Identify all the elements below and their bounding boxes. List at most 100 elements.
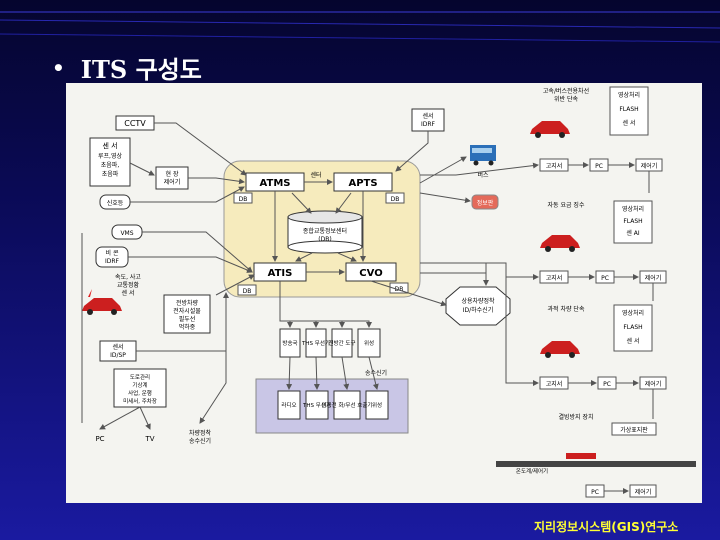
sensor-idrf-line-1: 센서 <box>422 112 433 120</box>
enforce-vehicle-icon <box>530 121 570 138</box>
enforce-title-1: 고속/버스전용차선 <box>543 87 589 95</box>
bullet-icon: • <box>52 55 65 80</box>
slide-title-row: • ITS 구성도 <box>52 50 202 85</box>
cvo-label: CVO <box>359 268 382 279</box>
info-board-label: 정보판 <box>477 199 494 207</box>
toll-title: 자동 요금 징수 <box>548 201 585 209</box>
central-db-cylinder <box>287 210 363 254</box>
sensor-title: 센 서 <box>102 141 117 150</box>
roadside-line-1: 도로관리 <box>130 373 150 381</box>
center-arrows <box>272 179 366 275</box>
left-vehicle-icon <box>82 289 122 315</box>
cabinet-label-2: 고지서 <box>546 274 563 282</box>
sensor-idsp-line-2: ID/SP <box>110 352 126 359</box>
road-surface-label: 온도계/제어기 <box>516 467 548 475</box>
atis-label: ATIS <box>268 268 293 279</box>
roadside-box <box>113 368 167 408</box>
vehicle-electronics-line-2: 전자시설물 <box>173 307 201 315</box>
overweight-sensor: 센 서 <box>627 337 640 345</box>
device-top-1: 방송국 <box>282 339 297 347</box>
enforce-video: 영상처리 <box>618 91 640 99</box>
pc-label-3: PC <box>603 381 611 388</box>
sensor-idsp-line-1: 센서 <box>112 343 123 351</box>
vehicle-electronics-box <box>163 294 211 334</box>
pc-label-4: PC <box>591 489 599 496</box>
overweight-flash: FLASH <box>623 324 642 331</box>
vehicle-terminal-line-1: 차량정착 <box>189 429 212 437</box>
toll-flash: FLASH <box>623 218 642 225</box>
roadside-line-4: 미세서, 주차장 <box>123 397 157 405</box>
vms-label: VMS <box>120 230 133 237</box>
enforce-title-2: 위반 단속 <box>554 95 578 103</box>
device-bottom-4: 위성 <box>372 401 382 409</box>
road-surface-strip <box>496 461 696 467</box>
db-box-atms <box>233 192 253 204</box>
field-controller-line-2: 제어기 <box>164 178 181 186</box>
top-connectors <box>395 131 471 204</box>
octagon-terminal <box>445 286 511 326</box>
toll-equipment-stack <box>613 200 653 244</box>
speed-board-label: 가상표지판 <box>620 426 648 434</box>
collision-title: 결빙방지 장치 <box>558 413 593 421</box>
device-bottom-2: THS 무선기 <box>302 401 331 409</box>
vehicle-electronics-line-3: 필두선 <box>179 315 196 323</box>
left-tv-label: TV <box>144 435 154 443</box>
its-architecture-diagram: ATMS APTS 센터 DB DB 종합교통정보센터 (DB) ATIS CV… <box>66 83 702 503</box>
tx-label: 송수신기 <box>365 369 387 377</box>
cylinder-subtitle: (DB) <box>318 236 331 243</box>
enforce-sensor: 센 서 <box>623 119 636 127</box>
decorative-header-lines <box>0 11 720 43</box>
cabinet-label-1: 고지서 <box>546 162 563 170</box>
db-label-atms: DB <box>239 196 248 203</box>
enforce-equipment-stack <box>609 86 649 136</box>
controller-box-4 <box>629 484 657 498</box>
broadcast-devices-bottom <box>277 390 389 420</box>
speed-board-box <box>611 422 657 436</box>
speed-sensor-line-2: 교통정황 <box>117 281 140 289</box>
overweight-equipment-stack <box>613 304 653 352</box>
pc-label-2: PC <box>601 275 609 282</box>
sensor-idrf-line-2: IDRF <box>421 121 436 128</box>
enforce-flash: FLASH <box>619 106 638 113</box>
center-link-label: 센터 <box>310 171 321 179</box>
speed-sensor-line-1: 속도, 사고 <box>115 273 141 281</box>
cctv-label: CCTV <box>124 119 146 128</box>
toll-sensor: 센 AI <box>626 229 640 237</box>
signal-label: 신호등 <box>107 199 124 207</box>
controller-label-2: 제어기 <box>645 274 662 282</box>
pc-label-1: PC <box>595 163 603 170</box>
db-label-atis: DB <box>243 288 252 295</box>
db-box-atis <box>237 284 257 296</box>
footer-credit: 지리정보시스템(GIS)연구소 <box>534 520 679 534</box>
toll-vehicle-icon <box>540 235 580 252</box>
field-controller-line-1: 현 장 <box>166 170 179 178</box>
db-label-apts: DB <box>391 196 400 203</box>
controller-label-3: 제어기 <box>645 380 662 388</box>
overweight-title: 과적 차량 단속 <box>548 305 585 313</box>
octagon-line-1: 상용차량정착 <box>461 297 495 305</box>
sensor-box <box>89 137 131 187</box>
controller-label-1: 제어기 <box>641 162 658 170</box>
beacon-line-2: IDRF <box>105 258 120 265</box>
sensor-line-3: 초음파 <box>102 170 119 178</box>
speed-sensor-line-3: 센 서 <box>122 289 135 297</box>
sensor-line-1: 루프,영상 <box>98 152 122 160</box>
left-pc-label: PC <box>95 435 104 443</box>
right-connectors <box>420 162 654 494</box>
apts-label: APTS <box>348 178 377 189</box>
device-top-2: THS 무선기 <box>301 339 330 347</box>
db-box-cvo <box>389 282 409 294</box>
overweight-video: 영상처리 <box>622 309 644 317</box>
device-top-4: 위성 <box>364 339 374 347</box>
bus-label: 버스 <box>477 171 489 179</box>
vehicle-electronics-line-1: 전방차량 <box>176 299 199 307</box>
device-top-3: 전방간 도구 <box>328 339 355 347</box>
device-bottom-3: 이동전 화/무선 호출기 <box>322 401 373 409</box>
sensor-line-2: 초음파, <box>101 161 120 169</box>
atms-label: ATMS <box>260 178 291 189</box>
left-connectors <box>81 122 255 430</box>
middle-connectors <box>279 263 489 390</box>
device-bottom-1: 라디오 <box>281 401 296 409</box>
info-board-box <box>471 194 499 210</box>
roadside-line-3: 사업, 운행 <box>128 389 152 397</box>
